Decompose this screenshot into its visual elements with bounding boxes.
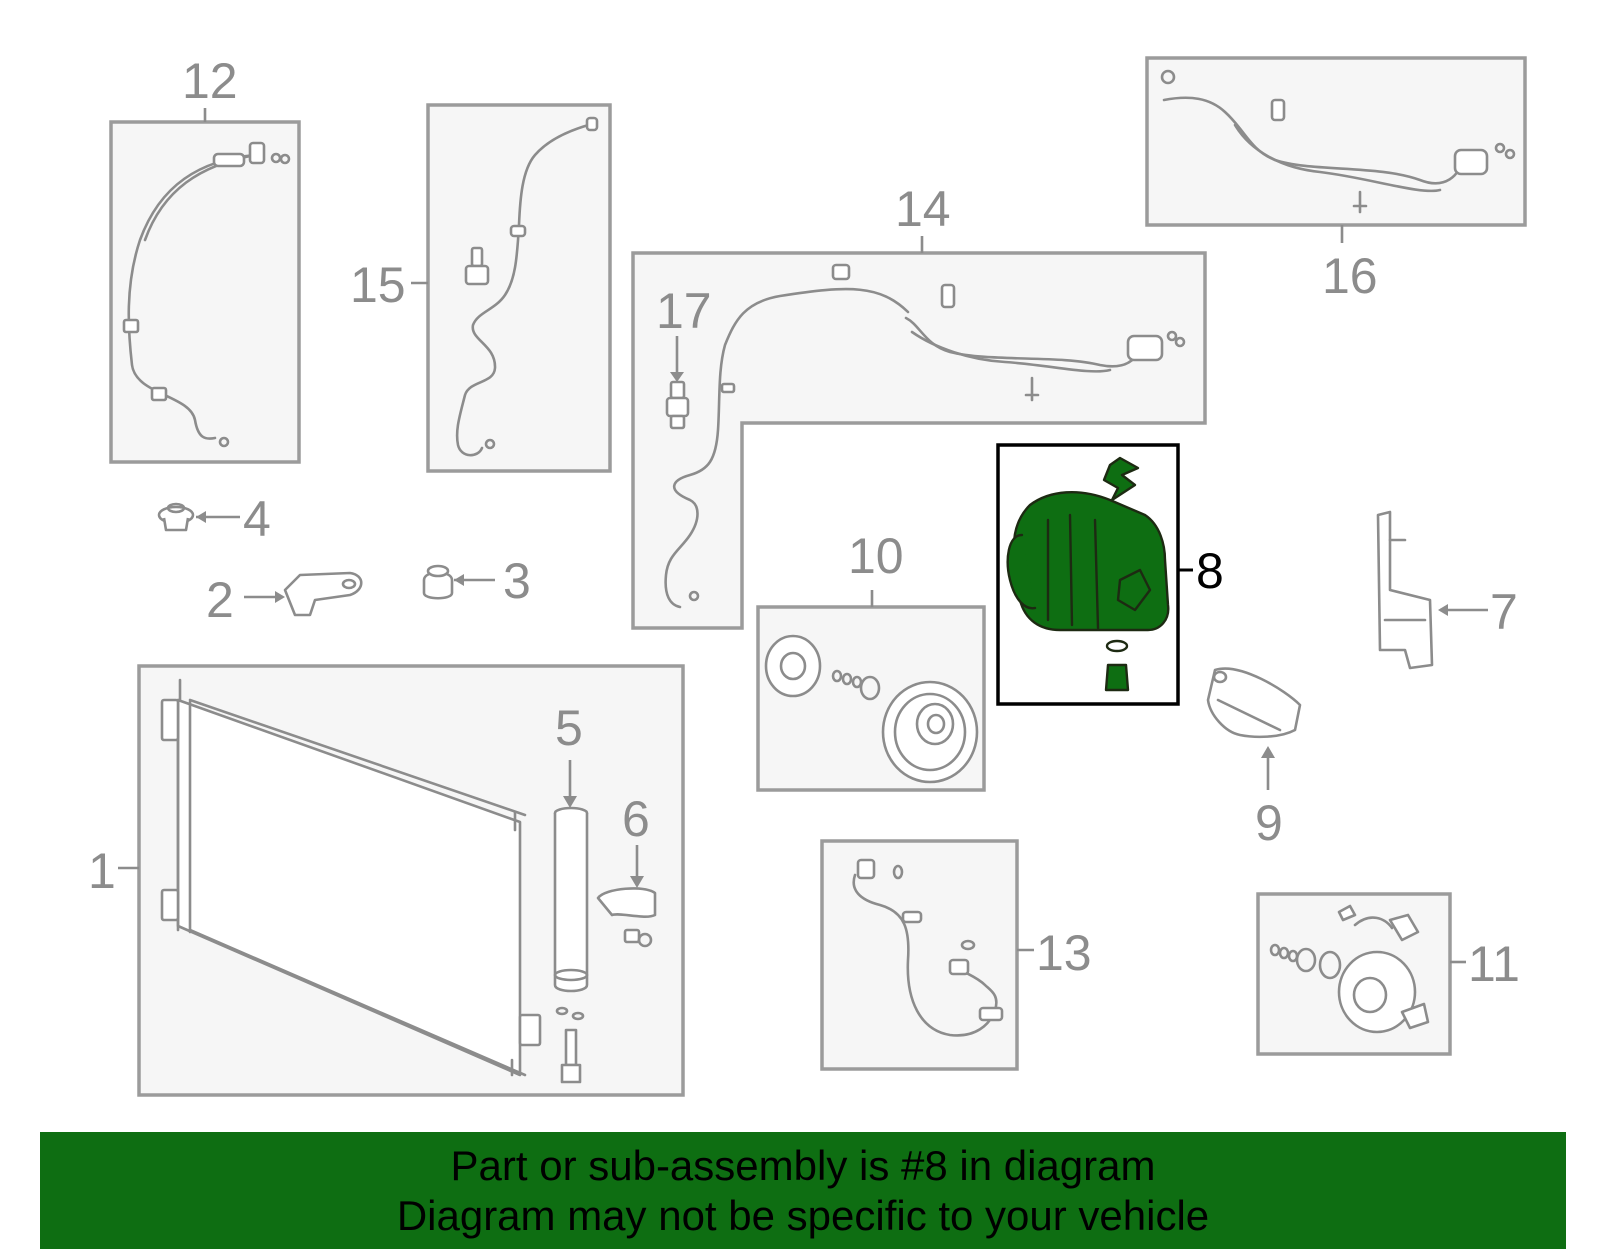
part-15-line-box[interactable]: [426, 103, 612, 473]
callout-7: 7: [1490, 584, 1518, 640]
callout-10: 10: [848, 528, 904, 584]
callout-15: 15: [350, 257, 406, 313]
callout-9: 9: [1255, 795, 1283, 851]
callout-14: 14: [895, 181, 951, 237]
callout-8: 8: [1196, 543, 1224, 599]
callout-3: 3: [503, 553, 531, 609]
part-11-clutch-parts-box[interactable]: [1256, 892, 1452, 1056]
part-16-line-box[interactable]: [1145, 56, 1527, 227]
notice-line-2: Diagram may not be specific to your vehi…: [396, 1191, 1210, 1239]
callout-4: 4: [243, 491, 271, 547]
part-5-receiver-drier[interactable]: [553, 760, 589, 1084]
part-4-grommet[interactable]: [157, 502, 240, 532]
notice-line-1: Part or sub-assembly is #8 in diagram: [450, 1141, 1156, 1189]
callout-5: 5: [555, 700, 583, 756]
part-6-bracket[interactable]: [596, 845, 657, 948]
callout-12: 12: [182, 53, 238, 109]
part-12-hose-box[interactable]: [109, 120, 301, 464]
callout-13: 13: [1036, 925, 1092, 981]
part-1-condenser-box[interactable]: [137, 664, 685, 1097]
callout-6: 6: [622, 791, 650, 847]
part-14-line-box[interactable]: [631, 251, 1207, 630]
part-17-sensor[interactable]: [665, 336, 690, 430]
callout-16: 16: [1322, 248, 1378, 304]
part-8-compressor-box[interactable]: [996, 443, 1180, 706]
part-8-compressor[interactable]: [1006, 456, 1170, 692]
part-3-cap[interactable]: [422, 564, 495, 600]
part-2-bracket[interactable]: [244, 571, 363, 617]
part-9-bracket[interactable]: [1206, 667, 1302, 790]
callout-2: 2: [206, 572, 234, 628]
part-13-hose-box[interactable]: [820, 839, 1019, 1071]
notice-banner: Part or sub-assembly is #8 in diagram Di…: [40, 1132, 1566, 1249]
part-10-clutch-box[interactable]: [756, 605, 986, 792]
callout-1: 1: [88, 843, 116, 899]
callout-11: 11: [1468, 936, 1520, 992]
callout-17: 17: [656, 283, 712, 339]
part-7-bracket[interactable]: [1376, 510, 1488, 670]
